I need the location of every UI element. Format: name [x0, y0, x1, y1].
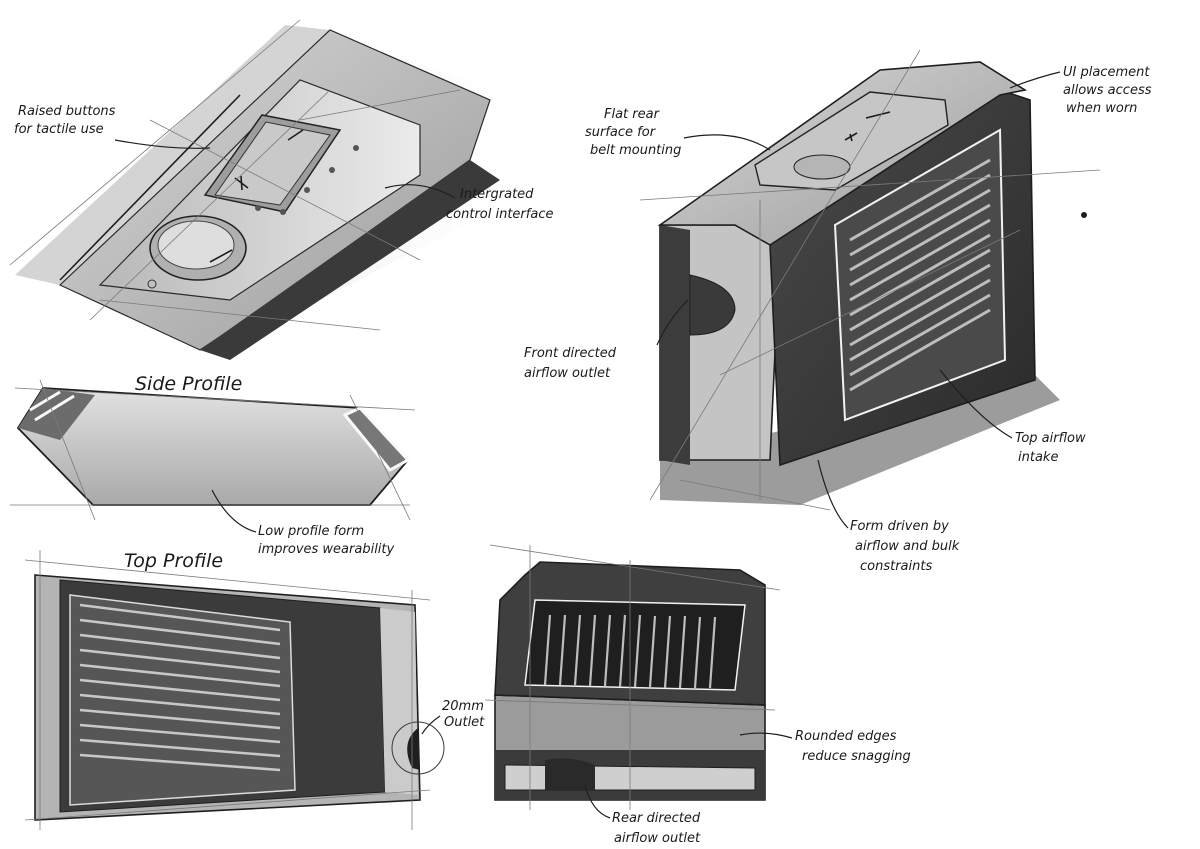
- note-line: Outlet: [444, 715, 485, 730]
- note-line: Form driven by: [850, 519, 949, 534]
- note-line: reduce snagging: [802, 749, 911, 764]
- note-line: for tactile use: [14, 122, 104, 137]
- note-line: Intergrated: [460, 187, 534, 202]
- note-line: intake: [1018, 450, 1058, 465]
- rear-grille: [543, 614, 717, 689]
- annotation-form-driven: Form driven by airflow and bulk constrai…: [817, 459, 960, 574]
- control-interface-view: [9, 19, 560, 360]
- annotation-ui-placement: UI placement allows access when worn: [1009, 65, 1152, 116]
- note-line: 20mm: [442, 699, 484, 714]
- annotation-front-outlet: Front directed airflow outlet: [524, 299, 689, 381]
- note-line: Flat rear: [604, 107, 661, 122]
- note-line: belt mounting: [590, 143, 681, 158]
- annotation-top-intake: Top airflow intake: [939, 369, 1086, 465]
- rear-perspective-view: [484, 544, 781, 810]
- note-line: surface for: [585, 125, 657, 140]
- note-line: allows access: [1063, 83, 1152, 98]
- annotation-rounded-edges: Rounded edges reduce snagging: [739, 729, 911, 764]
- annotation-rear-outlet: Rear directed airflow outlet: [584, 784, 701, 846]
- annotation-integrated-control: Intergrated control interface: [384, 184, 553, 222]
- note-line: improves wearability: [258, 542, 395, 557]
- note-line: Top airflow: [1015, 431, 1086, 446]
- note-line: when worn: [1066, 101, 1137, 116]
- top-profile-heading: Top Profile: [124, 550, 223, 572]
- top-profile-view: [24, 550, 445, 830]
- annotation-raised-buttons: Raised buttons for tactile use: [14, 104, 211, 149]
- note-line: Front directed: [524, 346, 617, 361]
- note-line: airflow outlet: [614, 831, 701, 846]
- note-line: Raised buttons: [18, 104, 116, 119]
- note-line: UI placement: [1063, 65, 1150, 80]
- note-line: Low profile form: [258, 524, 364, 539]
- side-profile-view: [10, 379, 416, 521]
- note-line: airflow and bulk: [855, 539, 960, 554]
- annotation-outlet-size: 20mm Outlet: [421, 699, 485, 735]
- top-grille: [79, 603, 281, 772]
- side-profile-heading: Side Profile: [135, 373, 242, 395]
- note-line: Rear directed: [612, 811, 701, 826]
- note-line: constraints: [860, 559, 932, 574]
- note-line: airflow outlet: [524, 366, 611, 381]
- note-line: control interface: [446, 207, 553, 222]
- note-line: Rounded edges: [795, 729, 897, 744]
- annotation-low-profile: Low profile form improves wearability: [211, 489, 395, 557]
- perspective-product-view: [639, 49, 1101, 511]
- intake-grille: [849, 158, 991, 392]
- annotation-flat-rear: Flat rear surface for belt mounting: [585, 107, 771, 158]
